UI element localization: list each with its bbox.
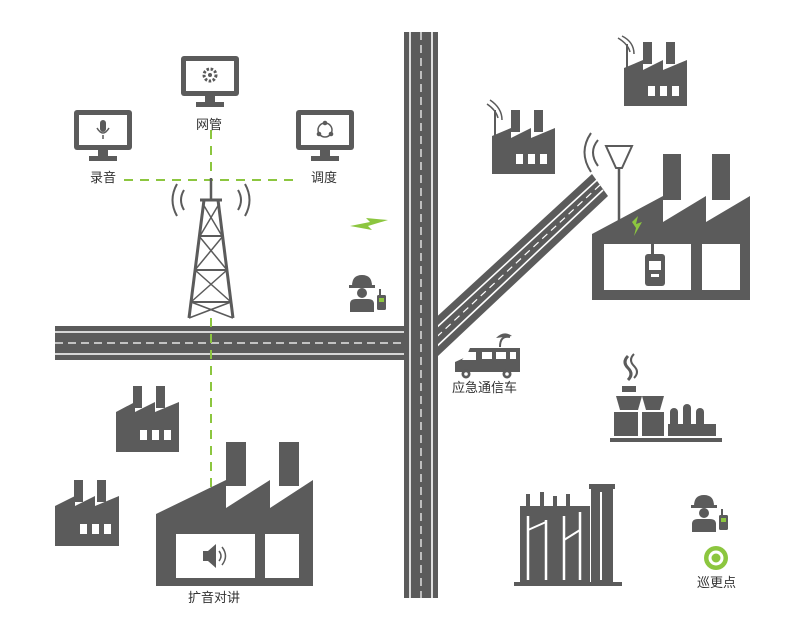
worker-radio-icon xyxy=(349,275,386,312)
monitor-dispatch-icon xyxy=(296,110,354,161)
factory-icon xyxy=(617,35,687,106)
factory-icon xyxy=(116,386,179,452)
emergency-vehicle-label: 应急通信车 xyxy=(452,381,518,396)
patrol-point-label: 巡更点 xyxy=(697,576,737,591)
emergency-vehicle-icon xyxy=(455,333,520,379)
lightning-icon xyxy=(350,218,388,230)
factory-icon xyxy=(55,480,119,546)
monitor-network-icon xyxy=(181,56,239,107)
network-management-label: 网管 xyxy=(196,118,223,133)
patrol-point-icon xyxy=(704,546,728,570)
radio-tower-icon xyxy=(171,178,251,319)
speaker-icon xyxy=(203,544,227,568)
refinery-icon xyxy=(514,484,622,586)
factory-icon xyxy=(156,442,313,586)
recording-label: 录音 xyxy=(90,171,117,186)
monitor-microphone-icon xyxy=(74,110,132,161)
plant-icon xyxy=(610,353,722,442)
factory-icon xyxy=(583,132,750,300)
roads xyxy=(55,32,608,598)
factory-icon xyxy=(486,99,555,174)
worker-radio-icon xyxy=(691,495,728,532)
road-diagonal xyxy=(418,174,608,356)
dispatch-label: 调度 xyxy=(311,171,338,186)
handheld-radio-icon xyxy=(645,244,665,286)
pa-intercom-label: 扩音对讲 xyxy=(188,591,241,606)
